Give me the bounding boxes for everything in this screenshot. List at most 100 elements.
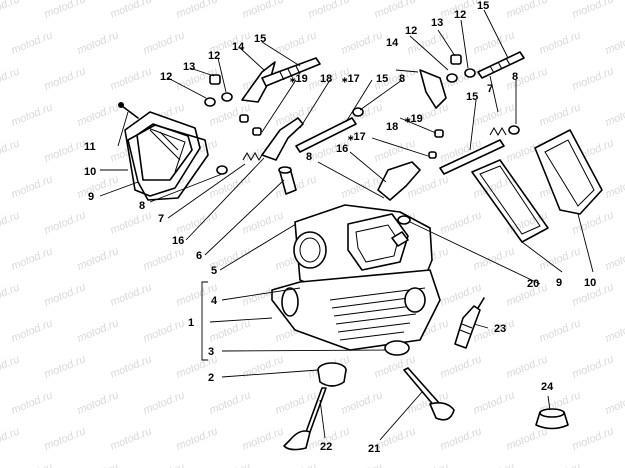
watermark-text: motod.ru bbox=[76, 461, 121, 468]
washers-right-12-13 bbox=[446, 54, 476, 83]
watermark-text: motod.ru bbox=[538, 317, 583, 344]
seal-20 bbox=[397, 215, 411, 225]
watermark-text: motod.ru bbox=[472, 29, 517, 56]
gasket-right bbox=[471, 159, 549, 243]
watermark-text: motod.ru bbox=[604, 461, 625, 468]
watermark-text: motod.ru bbox=[241, 209, 286, 236]
watermark-text: motod.ru bbox=[0, 65, 21, 92]
watermark-text: motod.ru bbox=[571, 353, 616, 380]
shaft-right-15 bbox=[439, 51, 525, 175]
callout-20: 20 bbox=[527, 278, 539, 290]
callout-22: 22 bbox=[320, 441, 332, 453]
valve-seat-3 bbox=[384, 340, 410, 356]
callout-13-right: 13 bbox=[431, 17, 443, 29]
watermark-text: motod.ru bbox=[109, 281, 154, 308]
watermark-text: motod.ru bbox=[406, 461, 451, 468]
watermark-text: motod.ru bbox=[604, 101, 625, 128]
watermark-text: motod.ru bbox=[10, 173, 55, 200]
callout-18-right: 18 bbox=[386, 121, 398, 133]
watermark-text: motod.ru bbox=[472, 173, 517, 200]
watermark-text: motod.ru bbox=[472, 101, 517, 128]
callout-16-right: 16 bbox=[336, 143, 348, 155]
watermark-text: motod.ru bbox=[439, 353, 484, 380]
watermark-text: motod.ru bbox=[604, 389, 625, 416]
watermark-text: motod.ru bbox=[109, 0, 154, 21]
callout-3: 3 bbox=[208, 346, 214, 358]
callout-8-upper: 8 bbox=[399, 73, 405, 85]
callout-19-right: ⁎19 bbox=[405, 113, 423, 125]
callout-9-left: 9 bbox=[88, 191, 94, 203]
watermark-text: motod.ru bbox=[604, 173, 625, 200]
watermark-text: motod.ru bbox=[373, 0, 418, 21]
watermark-text: motod.ru bbox=[472, 245, 517, 272]
cup-24 bbox=[535, 408, 569, 430]
watermark-text: motod.ru bbox=[307, 0, 352, 21]
callout-12-right-a: 12 bbox=[405, 25, 417, 37]
callout-15-right: 15 bbox=[477, 0, 489, 12]
watermark-text: motod.ru bbox=[43, 65, 88, 92]
gasket-left bbox=[127, 124, 209, 201]
callout-14-right: 14 bbox=[386, 37, 399, 49]
watermark-text: motod.ru bbox=[10, 317, 55, 344]
callout-12-left-a: 12 bbox=[160, 71, 172, 83]
watermark-text: motod.ru bbox=[10, 101, 55, 128]
watermark-text: motod.ru bbox=[439, 65, 484, 92]
watermark-text: motod.ru bbox=[109, 353, 154, 380]
valve-22 bbox=[283, 387, 327, 451]
watermark-text: motod.ru bbox=[175, 209, 220, 236]
watermark-text: motod.ru bbox=[505, 0, 550, 21]
callout-23: 23 bbox=[494, 323, 506, 335]
callout-15-right-lower: 15 bbox=[466, 91, 478, 103]
watermark-text: motod.ru bbox=[0, 281, 21, 308]
watermark-text: motod.ru bbox=[505, 209, 550, 236]
callout-5: 5 bbox=[211, 265, 217, 277]
watermark-text: motod.ru bbox=[10, 389, 55, 416]
watermark-text: motod.ru bbox=[208, 389, 253, 416]
valve-21 bbox=[403, 367, 455, 421]
watermark-text: motod.ru bbox=[0, 0, 21, 21]
callout-17-left: ⁎17 bbox=[342, 73, 360, 85]
watermark-text: motod.ru bbox=[241, 353, 286, 380]
watermark-text: motod.ru bbox=[241, 425, 286, 452]
watermark-text: motod.ru bbox=[0, 209, 21, 236]
watermark-text: motod.ru bbox=[43, 281, 88, 308]
callout-18-left: 18 bbox=[320, 73, 332, 85]
watermark-text: motod.ru bbox=[505, 425, 550, 452]
spring-right-7 bbox=[428, 125, 520, 159]
valve-seat-ring-2 bbox=[317, 362, 347, 387]
watermark-text: motod.ru bbox=[10, 29, 55, 56]
callout-12-right-b: 12 bbox=[454, 9, 466, 21]
callout-14-left: 14 bbox=[232, 41, 245, 53]
watermark-text: motod.ru bbox=[472, 461, 517, 468]
watermark-text: motod.ru bbox=[439, 209, 484, 236]
callout-4: 4 bbox=[211, 295, 218, 307]
valve-guide-upper-5 bbox=[278, 166, 297, 195]
watermark-text: motod.ru bbox=[604, 29, 625, 56]
watermark-text: motod.ru bbox=[604, 317, 625, 344]
callout-8-right: 8 bbox=[512, 71, 518, 83]
watermark-text: motod.ru bbox=[340, 461, 385, 468]
callout-24: 24 bbox=[541, 381, 554, 393]
callout-21: 21 bbox=[368, 443, 380, 455]
callout-8-mid: 8 bbox=[306, 151, 312, 163]
rocker-arm-right-lower-16 bbox=[377, 161, 421, 201]
watermark-text: motod.ru bbox=[538, 461, 583, 468]
watermark-text: motod.ru bbox=[76, 173, 121, 200]
watermark-text: motod.ru bbox=[43, 0, 88, 21]
watermark-text: motod.ru bbox=[340, 29, 385, 56]
watermark-text: motod.ru bbox=[439, 281, 484, 308]
watermark-text: motod.ru bbox=[43, 425, 88, 452]
watermark-text: motod.ru bbox=[142, 389, 187, 416]
watermark-text: motod.ru bbox=[604, 245, 625, 272]
leader-lines bbox=[99, 9, 594, 441]
watermark-text: motod.ru bbox=[109, 425, 154, 452]
callout-7-left: 7 bbox=[158, 213, 164, 225]
watermark-text: motod.ru bbox=[538, 101, 583, 128]
bolt-left bbox=[118, 102, 139, 119]
watermark-text: motod.ru bbox=[274, 29, 319, 56]
callout-11: 11 bbox=[84, 141, 96, 153]
watermark-text: motod.ru bbox=[0, 137, 21, 164]
cylinder-head bbox=[271, 204, 441, 351]
watermark-text: motod.ru bbox=[109, 65, 154, 92]
